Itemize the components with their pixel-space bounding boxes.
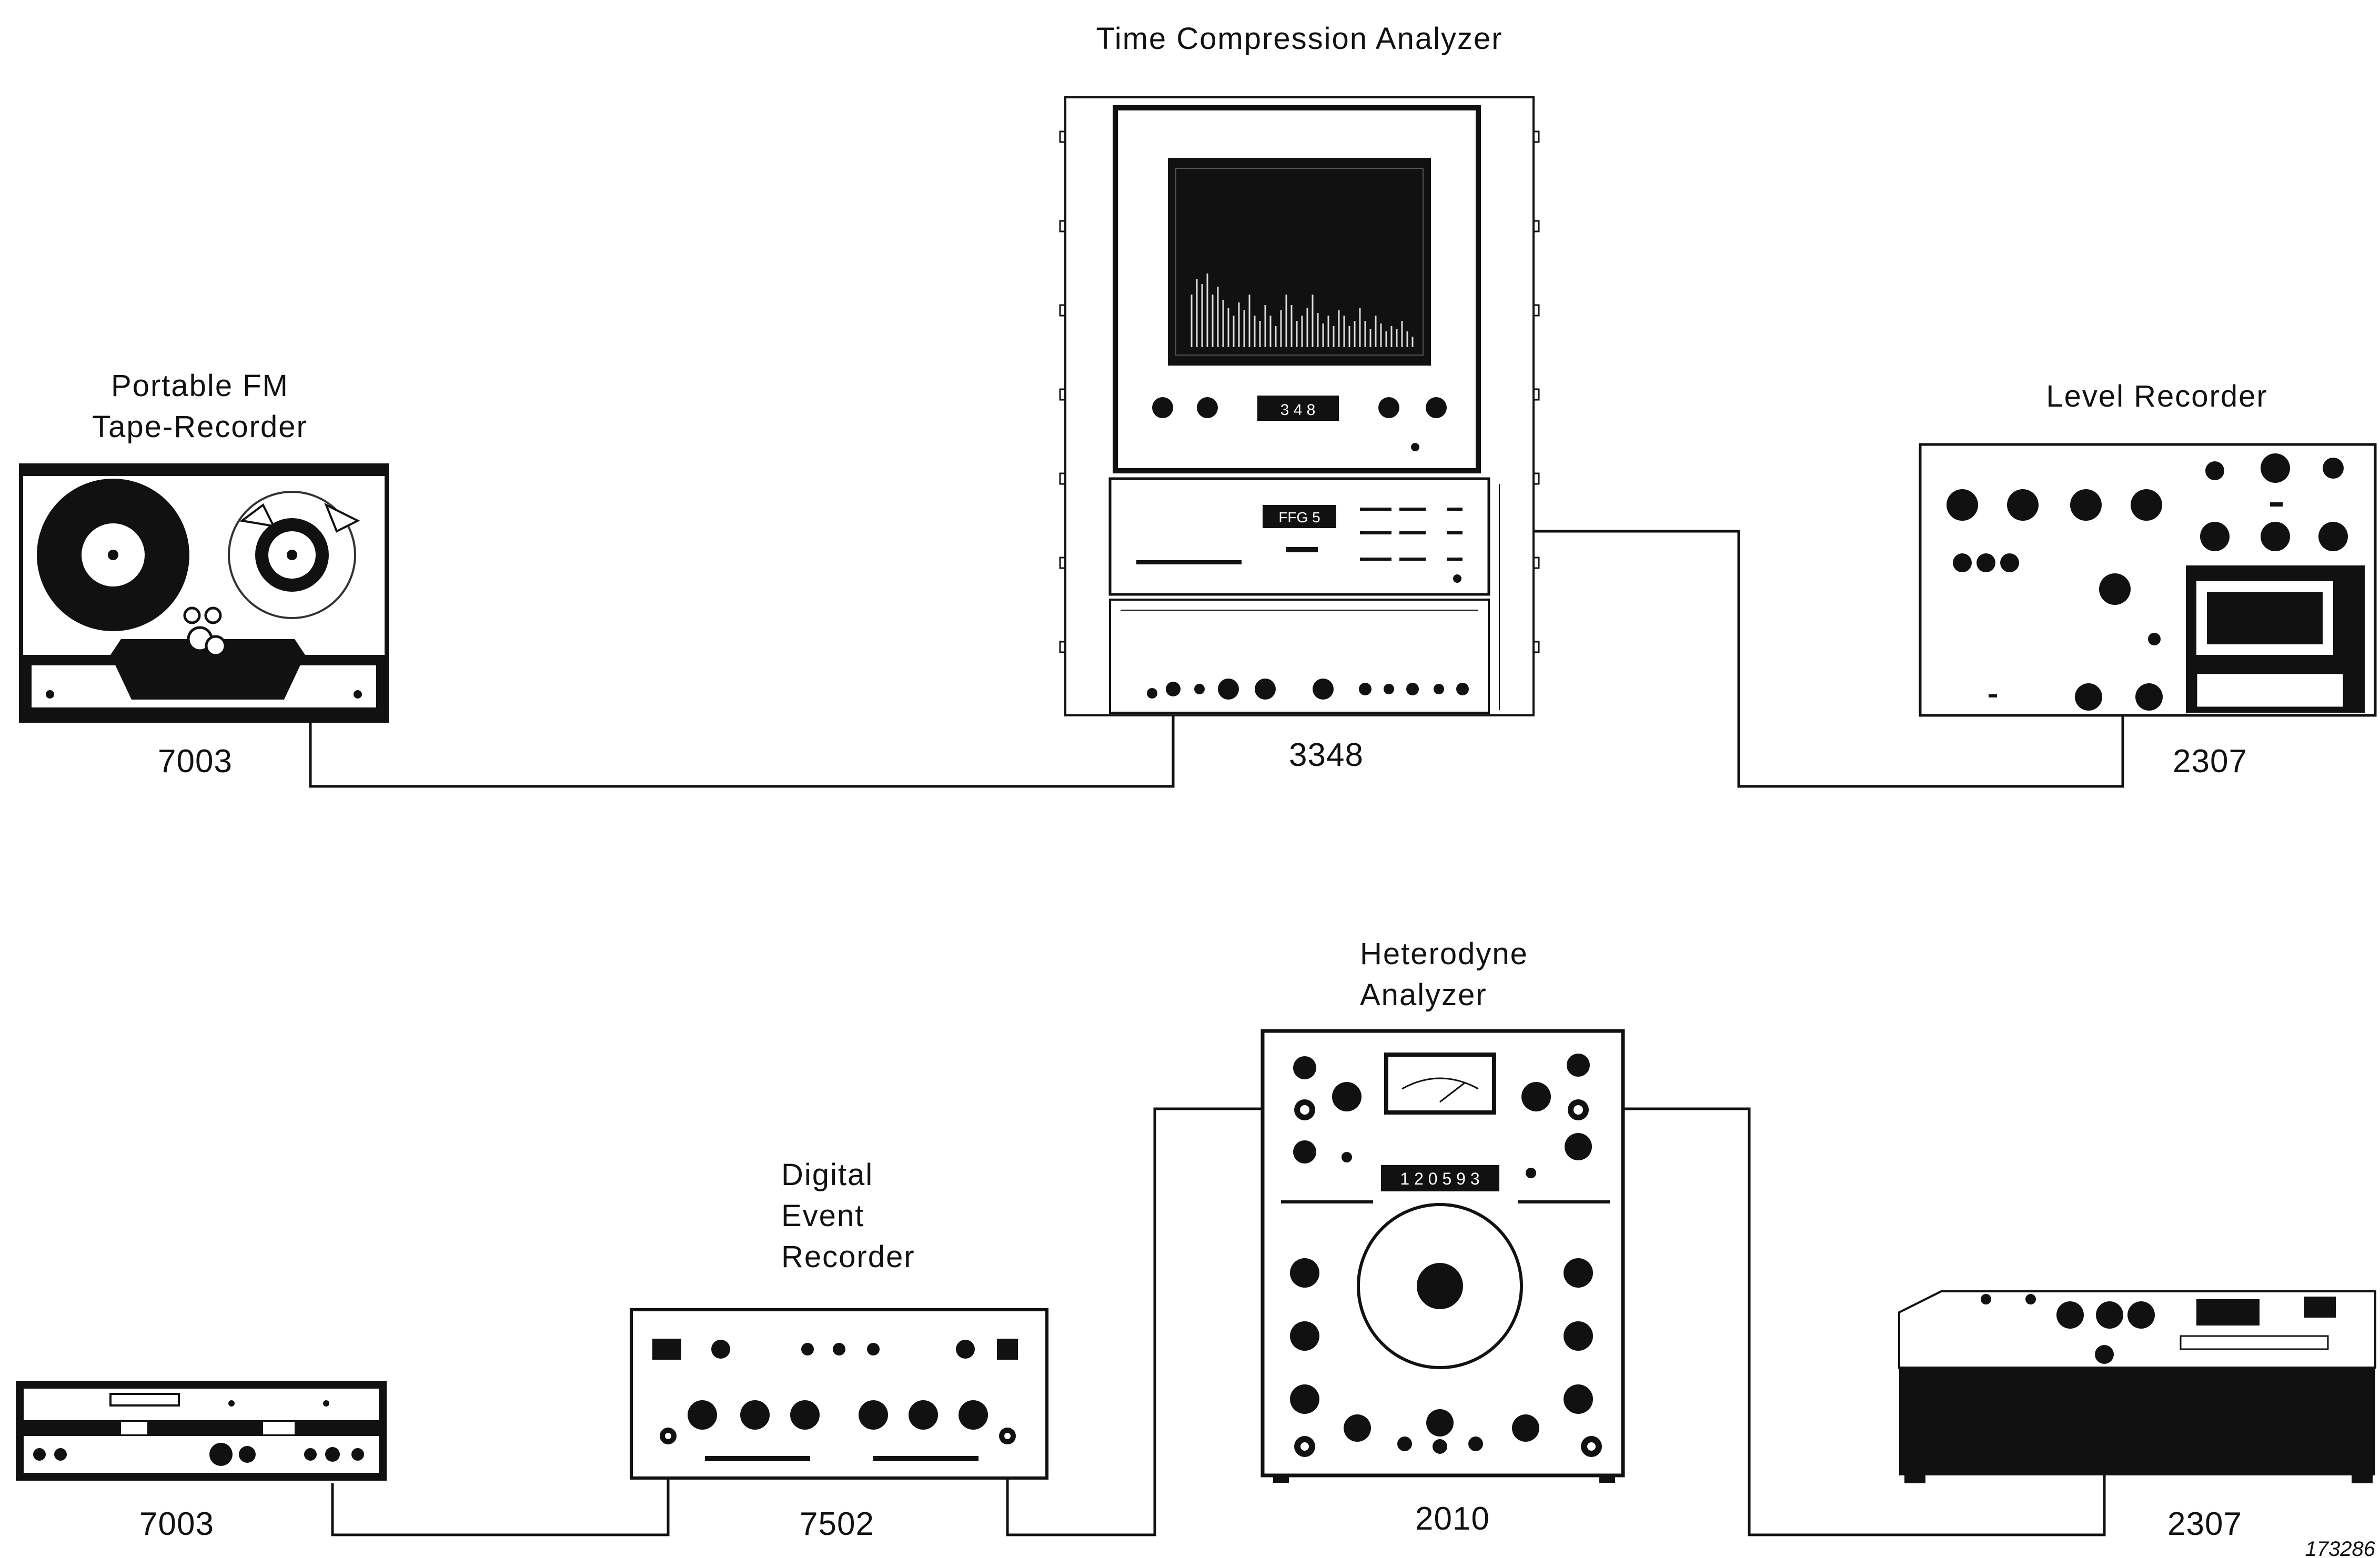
label-line-3: Recorder	[781, 1237, 915, 1278]
label-line-1: Heterodyne	[1360, 934, 1528, 975]
model-2307-top: 2307	[2173, 743, 2247, 780]
label-digital-event-recorder: Digital Event Recorder	[781, 1155, 915, 1278]
model-7003-bottom: 7003	[139, 1505, 214, 1543]
label-text: Level Recorder	[2004, 376, 2310, 417]
digital-event-recorder	[631, 1310, 1047, 1478]
label-line-1: Digital	[781, 1155, 915, 1196]
heterodyne-analyzer: 1 2 0 5 9 3	[1263, 1031, 1623, 1483]
level-recorder-bottom	[1899, 1291, 2375, 1483]
cable-7502-to-2010	[1007, 1109, 1305, 1535]
label-portable-fm-tape-recorder: Portable FM Tape-Recorder	[79, 366, 321, 448]
label-line-1: Portable FM	[79, 366, 321, 407]
analyzer-mid-counter: FFG 5	[1278, 509, 1320, 525]
tape-recorder-rack-7003	[16, 1381, 387, 1481]
model-3348: 3348	[1289, 736, 1364, 774]
model-2010: 2010	[1415, 1500, 1490, 1537]
model-2307-bottom: 2307	[2167, 1505, 2242, 1543]
label-line-2: Analyzer	[1360, 975, 1528, 1016]
label-level-recorder: Level Recorder	[2004, 376, 2310, 417]
label-text: Time Compression Analyzer	[1073, 18, 1526, 59]
label-heterodyne-analyzer: Heterodyne Analyzer	[1360, 934, 1528, 1016]
analyzer-counter: 3 4 8	[1280, 401, 1316, 419]
label-line-2: Tape-Recorder	[79, 407, 321, 448]
label-line-2: Event	[781, 1196, 915, 1237]
cable-7003-to-7502	[332, 1478, 668, 1535]
model-7502: 7502	[800, 1505, 874, 1543]
figure-reference-number: 173286	[2305, 1537, 2376, 1558]
cable-7003-to-3348	[310, 689, 1173, 786]
model-7003-top: 7003	[158, 743, 233, 780]
heterodyne-counter: 1 2 0 5 9 3	[1400, 1169, 1479, 1188]
label-time-compression-analyzer: Time Compression Analyzer	[1073, 18, 1526, 59]
level-recorder-top	[1920, 444, 2375, 715]
portable-fm-tape-recorder	[21, 466, 387, 721]
analog-meter	[1386, 1055, 1494, 1112]
time-compression-analyzer: 3 4 8 FFG 5	[1060, 97, 1539, 715]
